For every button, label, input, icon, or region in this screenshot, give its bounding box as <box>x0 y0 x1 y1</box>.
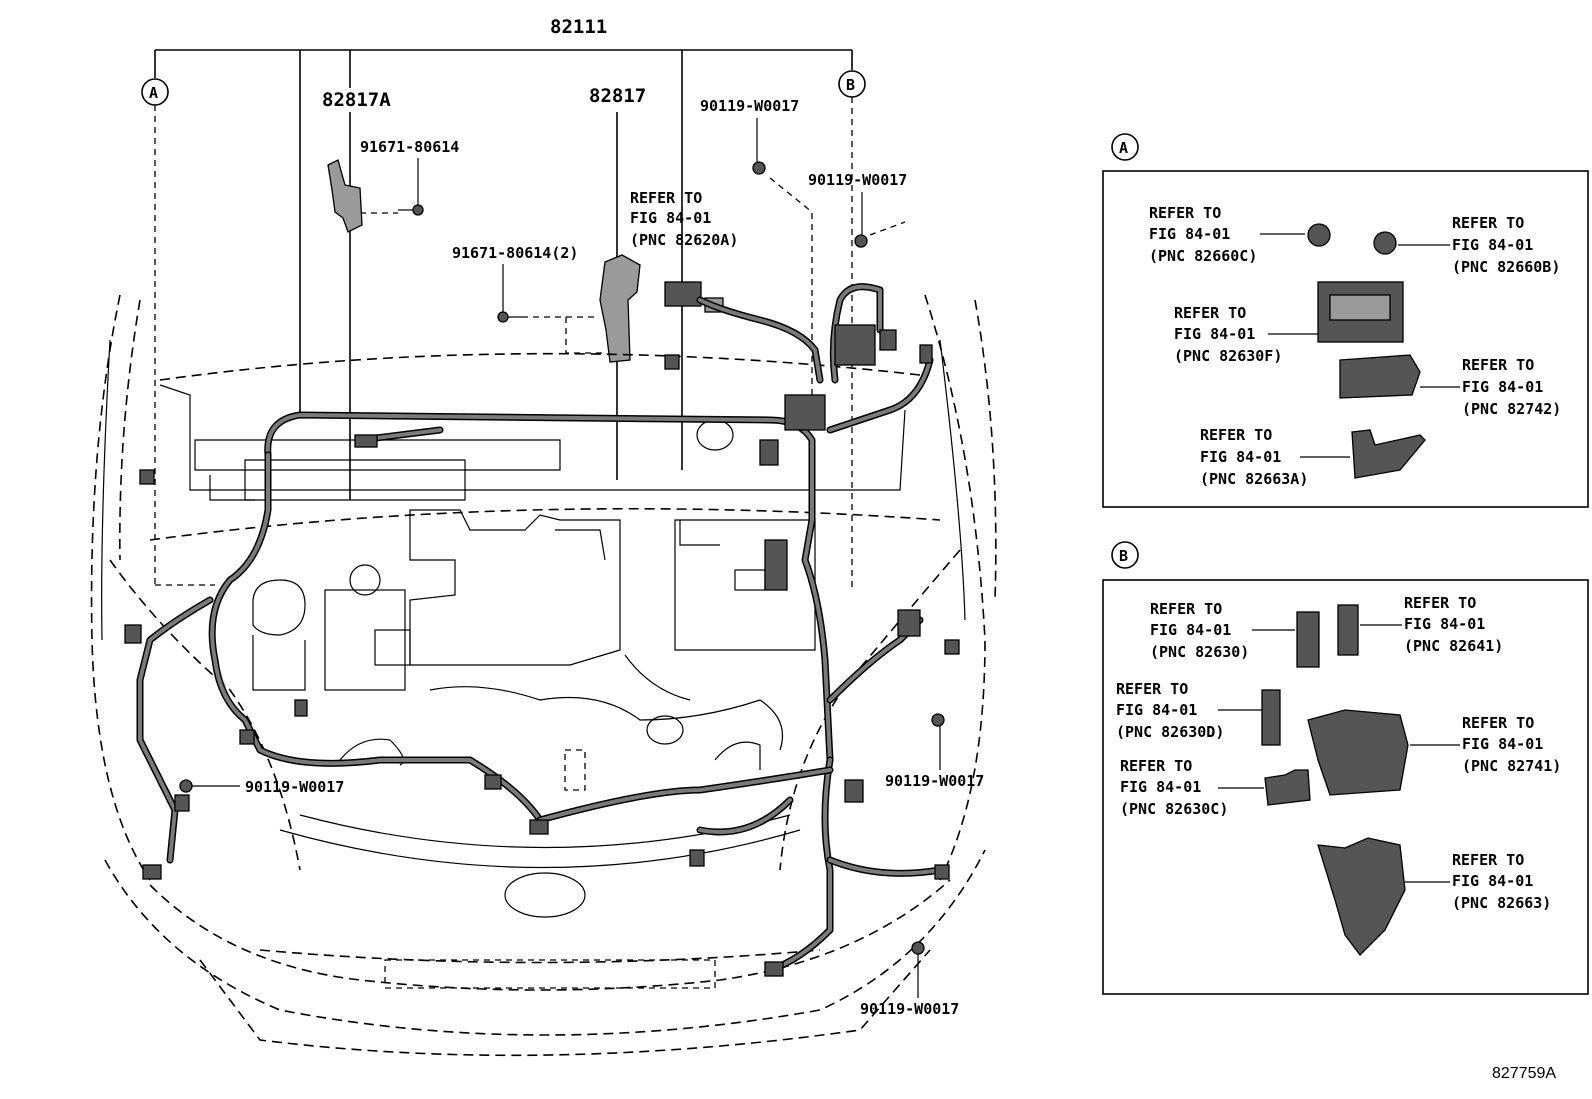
relay-block-icon <box>664 281 724 313</box>
relay-box-icon <box>1317 281 1404 343</box>
refer-main-line1: REFER TO <box>630 189 702 207</box>
fuse-box-cover-icon <box>1339 354 1421 399</box>
bracket-82817-icon <box>599 254 641 363</box>
inset-a-ref-2-line3: (PNC 82660B) <box>1452 258 1560 276</box>
inset-b-ref-4-line1: REFER TO <box>1462 714 1534 732</box>
inset-b-ref-6-line3: (PNC 82663) <box>1452 894 1551 912</box>
inset-a-ref-5-line2: FIG 84-01 <box>1200 448 1281 466</box>
clip-label-right-top: 90119-W0017 <box>808 171 907 189</box>
inset-a-ref-3-line1: REFER TO <box>1174 304 1246 322</box>
inset-b: B REFER TO FIG 84-01 (PNC 82630) REFER T… <box>1102 541 1589 995</box>
inset-a-ref-4-line3: (PNC 82742) <box>1462 400 1561 418</box>
inset-b-ref-5-line3: (PNC 82630C) <box>1120 800 1228 818</box>
grommet-icon <box>1373 231 1397 255</box>
engine-components <box>159 384 906 791</box>
vehicle-body-outline <box>90 294 997 1057</box>
svg-text:B: B <box>1119 547 1128 565</box>
clip-label-right-low: 90119-W0017 <box>885 772 984 790</box>
inset-b-ref-3-line2: FIG 84-01 <box>1116 701 1197 719</box>
refer-main-line2: FIG 84-01 <box>630 209 711 227</box>
wire-harness-82111 <box>136 283 944 974</box>
inset-a-ref-1-line3: (PNC 82660C) <box>1149 247 1257 265</box>
clip-label-left-low: 90119-W0017 <box>245 778 344 796</box>
svg-text:A: A <box>149 84 158 102</box>
inset-a-ref-5-line1: REFER TO <box>1200 426 1272 444</box>
bolt-icon <box>497 311 522 323</box>
svg-text:A: A <box>1119 139 1128 157</box>
inset-a: A REFER TO FIG 84-01 (PNC 82660C) REFER … <box>1102 133 1589 508</box>
inset-a-ref-3-line3: (PNC 82630F) <box>1174 347 1282 365</box>
marker-b-inset: B <box>1111 541 1139 569</box>
clip-icon <box>931 713 945 727</box>
connector-icon <box>1296 611 1320 668</box>
inset-b-ref-6-line2: FIG 84-01 <box>1452 872 1533 890</box>
refer-main-line3: (PNC 82620A) <box>630 231 738 249</box>
harness-connectors <box>124 324 960 977</box>
inset-b-ref-1-line3: (PNC 82630) <box>1150 643 1249 661</box>
inset-a-ref-3-line2: FIG 84-01 <box>1174 325 1255 343</box>
inset-a-ref-4-line2: FIG 84-01 <box>1462 378 1543 396</box>
inset-a-ref-1-line2: FIG 84-01 <box>1149 225 1230 243</box>
inset-b-ref-2-line2: FIG 84-01 <box>1404 615 1485 633</box>
fuse-block-icon <box>1307 709 1409 796</box>
grommet-icon <box>1307 223 1331 247</box>
inset-a-ref-2-line1: REFER TO <box>1452 214 1524 232</box>
inset-b-ref-2-line3: (PNC 82641) <box>1404 637 1503 655</box>
bolt-label-middle: 91671-80614(2) <box>452 244 578 262</box>
part-82817a-label: 82817A <box>322 89 391 111</box>
clip-icon <box>752 161 766 175</box>
svg-text:B: B <box>846 76 855 94</box>
inset-b-ref-3-line3: (PNC 82630D) <box>1116 723 1224 741</box>
inset-b-ref-2-line1: REFER TO <box>1404 594 1476 612</box>
connector-icon <box>1261 689 1281 746</box>
marker-a-inset: A <box>1111 133 1139 161</box>
inset-b-ref-5-line2: FIG 84-01 <box>1120 778 1201 796</box>
inset-a-ref-4-line1: REFER TO <box>1462 356 1534 374</box>
inset-b-ref-6-line1: REFER TO <box>1452 851 1524 869</box>
clip-icon <box>911 941 925 955</box>
part-82111-label: 82111 <box>550 16 607 38</box>
inset-a-ref-5-line3: (PNC 82663A) <box>1200 470 1308 488</box>
inset-b-ref-3-line1: REFER TO <box>1116 680 1188 698</box>
bracket-82817a-icon <box>327 159 363 233</box>
connector-icon <box>1264 769 1311 806</box>
clip-icon <box>854 234 868 248</box>
inset-b-ref-5-line1: REFER TO <box>1120 757 1192 775</box>
marker-a-main: A <box>141 78 169 106</box>
marker-b-main: B <box>838 70 866 98</box>
bolt-icon <box>398 204 424 216</box>
clip-icon <box>179 779 193 793</box>
inset-b-ref-1-line1: REFER TO <box>1150 600 1222 618</box>
bolt-label-upper-left: 91671-80614 <box>360 138 459 156</box>
clip-label-top: 90119-W0017 <box>700 97 799 115</box>
connector-icon <box>1337 604 1359 656</box>
inset-a-ref-1-line1: REFER TO <box>1149 204 1221 222</box>
bracket-icon <box>1351 429 1426 479</box>
junction-block-icon <box>1317 837 1406 956</box>
inset-a-ref-2-line2: FIG 84-01 <box>1452 236 1533 254</box>
inset-b-ref-1-line2: FIG 84-01 <box>1150 621 1231 639</box>
clip-label-bottom: 90119-W0017 <box>860 1000 959 1018</box>
figure-id: 827759A <box>1492 1065 1556 1082</box>
inset-b-ref-4-line3: (PNC 82741) <box>1462 757 1561 775</box>
part-82817-label: 82817 <box>589 85 646 107</box>
inset-b-ref-4-line2: FIG 84-01 <box>1462 735 1543 753</box>
